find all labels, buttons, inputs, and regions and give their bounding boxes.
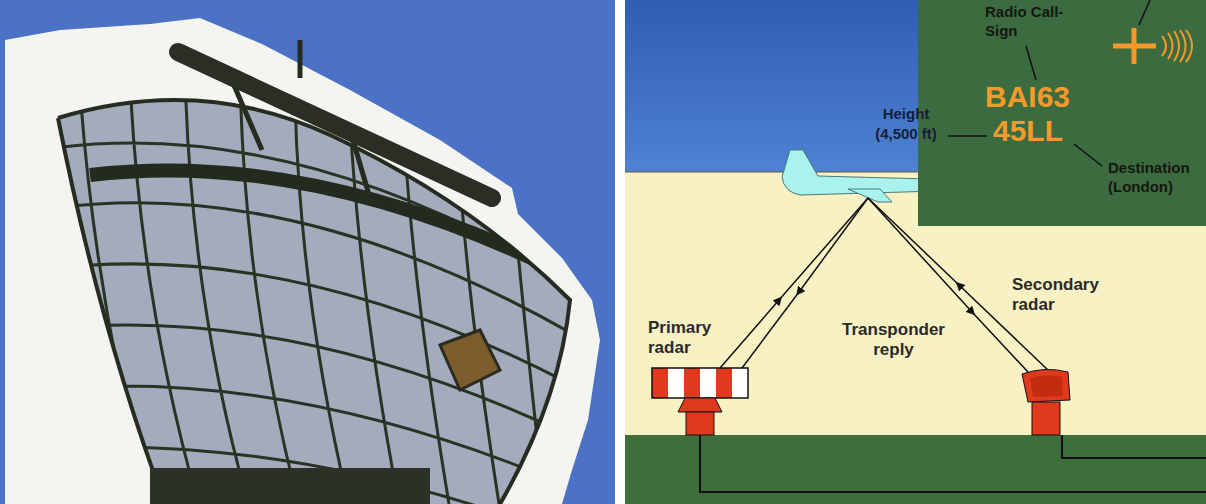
primary-radar-label: Primary radar — [648, 318, 718, 358]
primary-antenna — [700, 368, 716, 398]
height-code: 45LL — [993, 114, 1093, 148]
call-sign-label: Radio Call-Sign — [985, 2, 1065, 40]
display-panel: Radio Call-SignBAI6345LL Destination (Lon… — [918, 0, 1206, 226]
primary-mount — [686, 412, 714, 435]
primary-antenna-outline — [652, 368, 748, 398]
primary-antenna — [652, 368, 668, 398]
destination-label: Destination (London) — [1108, 158, 1202, 196]
primary-antenna — [684, 368, 700, 398]
leader-line — [948, 135, 987, 137]
antenna-pedestal — [150, 468, 430, 504]
secondary-mount — [1032, 402, 1060, 435]
feed-bar — [178, 52, 492, 198]
primary-mount — [678, 398, 722, 412]
secondary-radar-label: Secondary radar — [1012, 275, 1112, 315]
divider — [615, 0, 625, 504]
sky — [625, 0, 918, 172]
secondary-antenna-face — [1030, 375, 1063, 397]
aircraft-blip — [1113, 28, 1156, 64]
leader-line — [1139, 0, 1150, 25]
horizon — [625, 172, 918, 173]
height-label: Height (4,500 ft) — [864, 104, 948, 144]
primary-antenna — [732, 368, 748, 398]
leader-line — [1074, 144, 1102, 166]
transponder-label: Transponder reply — [826, 320, 961, 360]
radar-beam — [720, 198, 868, 368]
dish-lattice — [40, 70, 600, 504]
leader-line — [1026, 46, 1036, 80]
primary-antenna — [668, 368, 684, 398]
cable — [700, 435, 1206, 492]
dish-rim — [58, 100, 570, 504]
feed-horn — [440, 330, 500, 390]
photo-cutout — [5, 18, 600, 504]
primary-antenna — [716, 368, 732, 398]
signal-waves — [1162, 30, 1192, 62]
radar-echo — [742, 198, 868, 368]
ground — [625, 435, 1206, 504]
photo-background — [0, 0, 615, 504]
call-sign: BAI63 — [985, 80, 1095, 114]
secondary-antenna — [1022, 369, 1070, 402]
